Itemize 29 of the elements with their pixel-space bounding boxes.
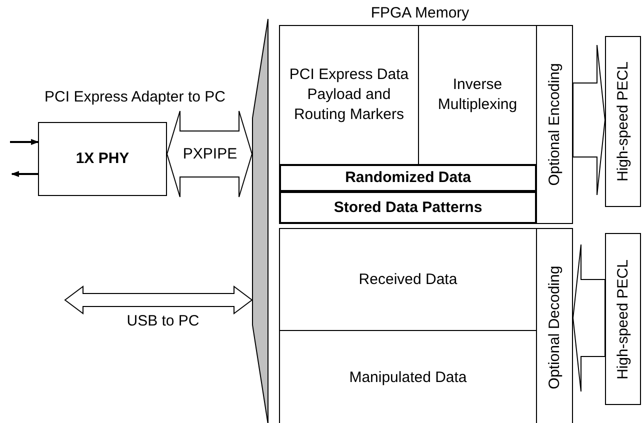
box-label: PCI Express Data Payload and Routing Markers [288, 65, 410, 125]
box-label: Stored Data Patterns [332, 198, 484, 218]
box-label: Optional Encoding [547, 63, 562, 186]
block-box [279, 164, 537, 192]
block-arrow [572, 244, 606, 392]
vertical-box [536, 25, 573, 224]
box-label: Optional Decoding [547, 265, 562, 389]
box-label: High-speed PECL [616, 258, 630, 380]
block-arrow [572, 44, 606, 196]
vertical-box [605, 36, 641, 207]
block-box [279, 228, 537, 331]
edge-label: USB to PC [126, 314, 200, 328]
block-box [279, 191, 537, 224]
box-label: Randomized Data [344, 168, 472, 188]
arrow [10, 139, 39, 145]
block-arrow [64, 286, 253, 314]
heading-label: PCI Express Adapter to PC [44, 90, 226, 104]
box-label: Received Data [358, 270, 458, 290]
arrow [11, 171, 38, 177]
box-label: Inverse Multiplexing [436, 75, 518, 115]
box-label: Manipulated Data [348, 368, 468, 388]
block-box [279, 25, 419, 165]
vertical-box [605, 233, 641, 405]
block-box [38, 122, 167, 196]
box-label: High-speed PECL [616, 61, 630, 182]
box-label: 1X PHY [74, 149, 130, 169]
vertical-box [536, 228, 573, 423]
edge-label: PXPIPE [182, 146, 238, 162]
heading-label: FPGA Memory [370, 6, 470, 20]
